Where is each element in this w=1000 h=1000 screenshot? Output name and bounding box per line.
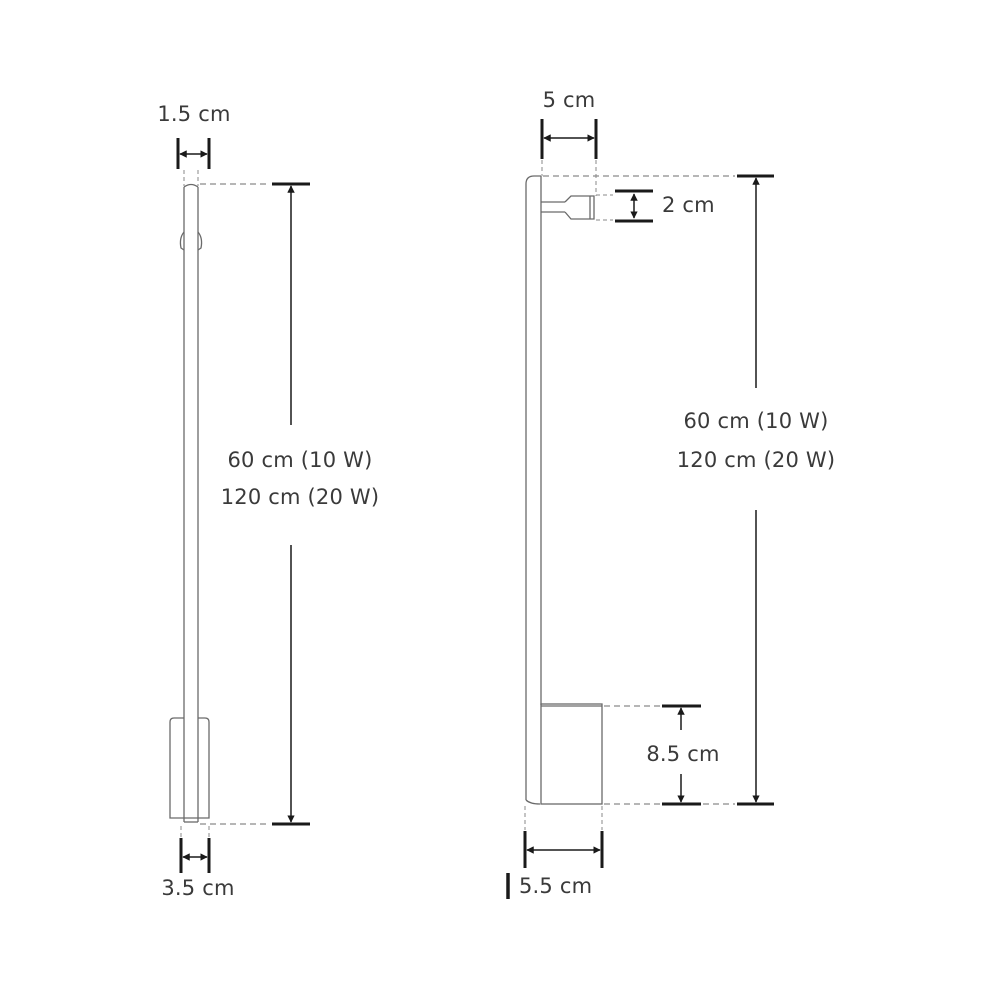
side-base-depth-label: 5.5 cm [519, 874, 593, 898]
side-height-dim [543, 174, 774, 806]
front-rod [179, 183, 203, 718]
side-top-depth-label: 5 cm [542, 88, 596, 112]
front-base [169, 717, 210, 823]
side-base-height-label: 8.5 cm [646, 742, 720, 766]
front-height-dim [200, 182, 310, 826]
side-mount [541, 195, 595, 220]
side-base [540, 703, 603, 805]
side-height-label-120: 120 cm (20 W) [676, 448, 836, 472]
side-panel [525, 175, 542, 805]
side-top-depth-dim [540, 119, 598, 196]
front-view [169, 138, 310, 873]
side-base-depth-dim [506, 806, 604, 899]
side-mount-height-label: 2 cm [662, 193, 715, 217]
front-base-width-dim [179, 826, 211, 873]
front-height-label-120: 120 cm (20 W) [220, 485, 380, 509]
side-mount-height-dim [596, 189, 653, 223]
front-top-width-dim [176, 138, 211, 186]
side-height-label-60: 60 cm (10 W) [683, 409, 829, 433]
front-base-width-label: 3.5 cm [161, 876, 235, 900]
side-base-height-dim [604, 704, 735, 806]
front-top-width-label: 1.5 cm [157, 102, 231, 126]
side-view [506, 119, 774, 899]
front-height-label-60: 60 cm (10 W) [227, 448, 373, 472]
